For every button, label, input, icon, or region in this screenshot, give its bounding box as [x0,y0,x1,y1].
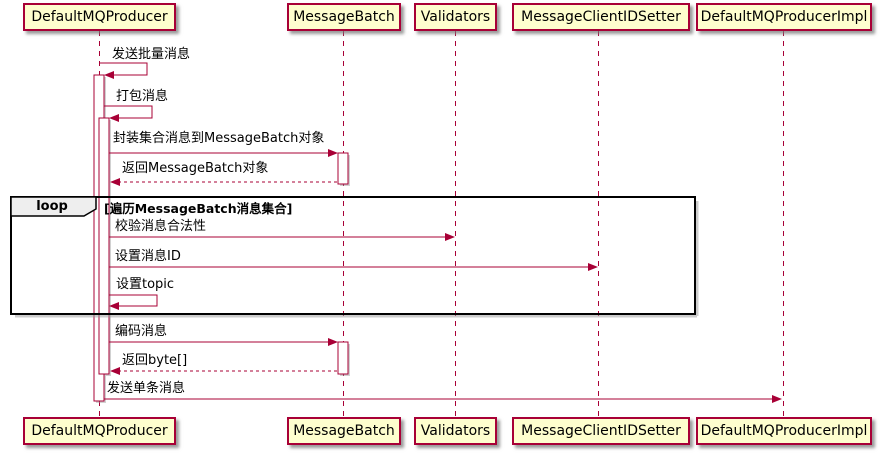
message-arrowheads [104,71,782,403]
loop-operator-pentagon [10,196,97,217]
participant-bottom-defaultmqproducer: DefaultMQProducer [23,417,176,445]
message-label-wrap-to-batch: 封装集合消息到MessageBatch对象 [113,131,325,146]
loop-frame-shadow [15,201,699,318]
message-label-set-msgid: 设置消息ID [115,249,181,264]
participant-top-messageclientidsetter: MessageClientIDSetter [512,3,690,31]
activation-bars [93,74,349,402]
message-label-encode: 编码消息 [115,324,168,339]
message-label-return-batch-obj: 返回MessageBatch对象 [122,161,269,176]
message-label-set-topic: 设置topic [116,277,175,292]
participant-bottom-validators: Validators [414,417,497,445]
message-label-return-bytes: 返回byte[] [122,353,188,368]
message-arrows [99,62,772,400]
activation-bar-messagebatch-1 [337,152,349,185]
message-label-pack: 打包消息 [116,89,169,104]
message-label-validate: 校验消息合法性 [115,219,207,234]
participant-bottom-messageclientidsetter: MessageClientIDSetter [512,417,690,445]
participant-bottom-messagebatch: MessageBatch [287,417,401,445]
participant-top-validators: Validators [414,3,497,31]
participant-top-messagebatch: MessageBatch [287,3,401,31]
participant-top-defaultmqproducerimpl: DefaultMQProducerImpl [696,3,872,31]
participant-top-defaultmqproducer: DefaultMQProducer [23,3,176,31]
loop-condition-label: [遍历MessageBatch消息集合] [104,201,293,216]
activation-bar-producer-nested [98,117,110,375]
arrow-set-topic-self [109,294,158,307]
participant-bottom-defaultmqproducerimpl: DefaultMQProducerImpl [696,417,872,445]
message-label-send-batch: 发送批量消息 [112,47,191,62]
message-label-send-single: 发送单条消息 [107,381,186,396]
loop-frame [10,196,696,315]
arrow-send-batch-self [99,62,148,76]
loop-operator-label: loop [36,199,68,214]
activation-bar-messagebatch-2 [337,341,349,375]
arrow-pack-self [104,105,153,119]
